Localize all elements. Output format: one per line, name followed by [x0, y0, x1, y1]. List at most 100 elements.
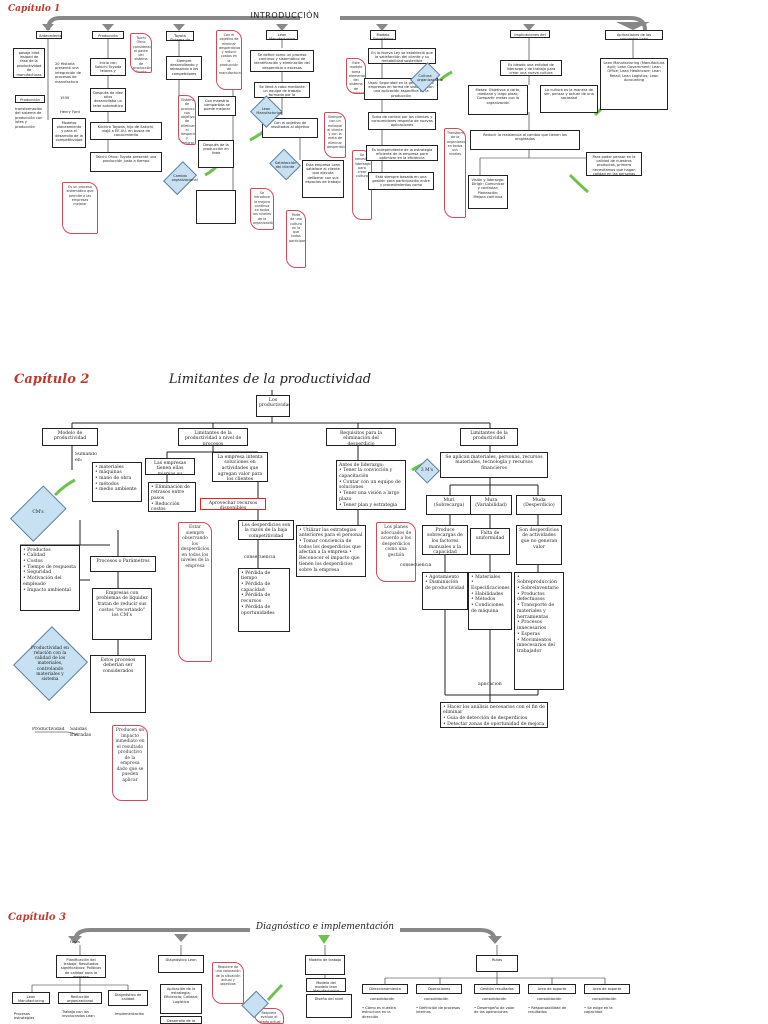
cap3-b11: Diseño del nivel [306, 994, 352, 1018]
cap3-b8: Diagnóstico de calidad [108, 990, 148, 1006]
cap3-s4: consolidación [537, 997, 562, 1001]
cap1-impl-box5: Visión y liderazgo: Dirigir; Comunicar y… [468, 175, 508, 209]
cap1-col6-header: Implicaciones del Lean [510, 30, 550, 38]
cap2-c4-l1: • Agotamiento • Disminución de productiv… [422, 572, 468, 610]
cap1-col3-box1: Siempre desarrollando y rebasando a los … [166, 56, 202, 80]
cap3-b2: Diagnóstico Lean [158, 955, 204, 973]
cap1-col3-header: Toyota Sistema de Producción [166, 31, 194, 41]
cap3-b3: Modelo de trabajo [305, 955, 345, 975]
cap1-col3-box4 [196, 190, 236, 224]
cap1-lean-box4: Esta empresa Lean satisface al cliente q… [302, 160, 344, 198]
cap3-t3: • Desempeño de valor de las operaciones [474, 1006, 515, 1015]
cap1-impl-box4: Reducir la resistencia al cambio que tie… [470, 130, 580, 150]
cap2-c2-list: • Eliminación de retrasos entre pasos • … [148, 482, 196, 512]
cap3-b13: Operaciones [416, 984, 462, 994]
cap3-b15: Area de soporte [528, 984, 576, 994]
cap2-c2-list2: • Pérdida de tiempo • Pérdida de capacid… [238, 568, 290, 632]
cap2-c1-note1: Producen un impacto inmediato en el resu… [112, 725, 148, 801]
cap1-note8: Siempre con un enfoque al cliente y con … [324, 112, 346, 158]
cap1-col1-box1: pasaje idiot insipod de fase de la produ… [13, 48, 45, 78]
cap3-s2: consolidación [424, 997, 449, 1001]
cap3-s5: consolidación [592, 997, 617, 1001]
cap3-b19: Desarrollo de la empresa [160, 1016, 202, 1024]
cap2-c2-red: Aprovechar recursos disponibles [200, 498, 266, 510]
cap3-b16: Procesos estrategias [14, 1012, 35, 1021]
cap2-diamond-cms: CM's [10, 480, 66, 546]
cap2-c1-sub: Sumando en: [75, 452, 97, 463]
cap1-col1-text7: Henry Ford [60, 110, 80, 114]
cap3-b6: Lean Manufacturing [12, 992, 50, 1004]
cap2-c4-l3: • Sobreproducción • Sobreinventario • Pr… [514, 572, 564, 690]
cap1-note10: Transformación de la organización en tod… [444, 128, 466, 218]
cap3-t2: • Definición de procesos internos [416, 1006, 461, 1015]
cap3-note1: Requiere de una valoración de la situaci… [212, 962, 244, 1004]
cap1-impl-box1: Es ideado una entidad de liderazgo y de … [500, 60, 562, 76]
cap1-col4-header: Lean Manufacturing [266, 30, 298, 40]
cap1-aplic-box1: Lean Manufacturing (Manufactura ágil); L… [600, 58, 668, 110]
cap3-b16b: Area de soporte [584, 984, 630, 994]
cap1-note9: Se necesita liderazgo para crear cultura [352, 150, 372, 220]
cap3-b5: Planificación del trabajo; Resultados si… [56, 955, 106, 978]
cap2-c1-b1: Empresas con problemas de liquidez trata… [92, 588, 152, 640]
cap1-col2-box3: Kiichiro Toyoda, hijo de Sakichi, viajó … [90, 122, 162, 140]
cap2-c1-proc: Procesos o Parámetros [90, 556, 156, 572]
cap1-note5: Se introduce la mejora continua en todos… [250, 188, 274, 230]
cap1-col3-box2: Con maestría compartida se puede mejorar [198, 96, 236, 116]
cap2-c4-header: Limitantes de la productividad [460, 428, 518, 446]
cap3-title: Diagnóstico e implementación [255, 922, 395, 932]
cap3-s1: consolidación [370, 997, 395, 1001]
cap3-t5: • Se exige en la capacidad [584, 1006, 613, 1015]
cap1-note6: Es un proceso sistemático que permite a … [62, 182, 98, 234]
cap3-b4: Rutas [476, 955, 518, 972]
cap2-c2-note1: Estar siempre observando los desperdicio… [178, 522, 212, 662]
cap3-b12: Direccionamiento [362, 984, 408, 994]
cap1-col1-text2: 20 Historia presentó una integración de … [55, 62, 81, 84]
cap2-diamond-3ms: 3 M's [414, 458, 440, 484]
cap2-c4-m1: Muri (Sobrecarga) [426, 495, 472, 515]
cap3-b9: Aplicación de la estrategia; Eficiencia;… [160, 984, 202, 1014]
cap2-c4-m3: Muda (Desperdicio) [516, 495, 562, 515]
cap2-c3-list2: • Utilizar las estrategias anteriores pa… [296, 525, 366, 577]
cap1-diamond-d1: Lean Manufacturing [250, 95, 282, 127]
cap2-c4-b1: Se aplican materiales, personas, recurso… [440, 452, 548, 478]
cap2-c1-header: Modelo de productividad [42, 428, 98, 446]
cap1-diamond-d4: Cambio organizacional [163, 158, 198, 198]
cap1-col3-box3: Después de la producción en línea [198, 140, 234, 168]
cap1-modelo-box3: Toma de control por los clientes y consu… [368, 112, 436, 130]
cap2-c4-mb2: Falta de uniformidad [470, 528, 510, 555]
cap1-note2: Con el objetivo de eliminar desperdicios… [216, 30, 242, 90]
cap2-label: Capítulo 2 [14, 372, 90, 387]
cap1-col7-header: Aplicaciones de los conceptos Lean [605, 30, 663, 40]
cap2-c4-mb3: Son desperdicios de actividades que no g… [516, 525, 562, 565]
cap1-label: Capítulo 1 [8, 4, 61, 14]
cap1-lean-box3: Con el objetivo de resultados al objetiv… [262, 118, 318, 138]
cap2-c3-note1: Los planes adecuados de acuerdo a los de… [376, 522, 416, 582]
cap2-c4-sub2: aplicación [478, 682, 502, 687]
cap3-b7: Reducción organizacional [58, 992, 102, 1004]
cap2-c1-b2: Estos procesos deberían ser considerados [90, 655, 146, 713]
cap1-col1-box5: Modelos planeamiento y para el desarroll… [52, 118, 86, 148]
cap3-b18: Implementación [115, 1012, 145, 1016]
cap2-c4-foot: • Hacer los análisis necesarios con el f… [440, 702, 548, 728]
cap3-t1: • Cómo es nuestra estructura en la direc… [362, 1006, 396, 1019]
cap1-modelo-box5: Está siempre basada en una gestión para … [368, 172, 434, 190]
cap1-note4: Este modelo toma elementos del sistema d… [346, 58, 366, 94]
cap3-s3: consolidación [482, 997, 507, 1001]
cap1-col1-text4: transformación del sistema de producción… [15, 107, 43, 129]
cap1-lean-box2: Se llevó a cabo mediante un equipo de tr… [254, 82, 310, 98]
cap2-title: Limitantes de la productividad [168, 372, 372, 387]
cap2-c2-b2: La empresa intenta soluciones en activid… [212, 452, 268, 482]
cap1-modelo-box1: En la Nueva Ley se estableció que la sat… [368, 48, 436, 64]
cap1-col1-header: Antecedentes [36, 31, 62, 39]
cap1-lean-box1: Se define como un proceso continuo y sis… [250, 50, 314, 72]
cap2-c4-mb1: Produce sobrecargas de los factores manu… [422, 525, 468, 555]
cap3-green-down-arrow [318, 935, 330, 944]
cap2-c1-foot1: Productividad [32, 727, 65, 732]
cap2-c4-l2: • Materiales • Especificaciones • Habili… [468, 572, 512, 630]
cap2-c3-header: Requisitos para la eliminación del despe… [326, 428, 396, 446]
cap3-b10: Modelo del modelo lean Manufacturing [306, 978, 346, 992]
cap1-col2-box2: Después de diez años desarrollaba un tel… [90, 88, 126, 112]
cap1-impl-box2: Metas: Objetivos a corto, mediano y larg… [468, 85, 528, 115]
cap2-c1-list: • materiales • máquinas • mano de obra •… [92, 462, 142, 502]
cap1-col2-box1: Inicio con Sakichi Toyoda telares y prod… [90, 58, 126, 76]
